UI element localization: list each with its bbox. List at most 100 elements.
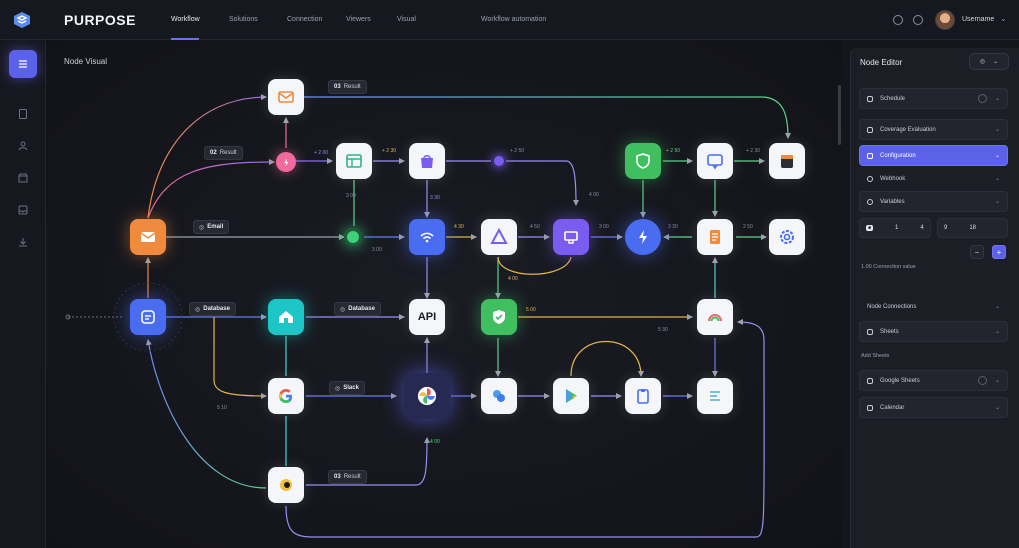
rail-workflow-button[interactable] — [9, 50, 37, 78]
database-pill-right[interactable]: ◎ Database — [334, 302, 381, 316]
list-icon — [19, 60, 27, 68]
panel-options-button[interactable]: ◎ ⌄ — [969, 53, 1009, 70]
row-calendar[interactable]: Calendar ⌄ — [859, 397, 1008, 418]
brand-name: PURPOSE — [64, 12, 136, 28]
merge-dot[interactable] — [492, 154, 506, 168]
zap-node[interactable] — [625, 219, 661, 255]
canvas-scrollbar[interactable] — [838, 85, 841, 145]
chevron-down-icon[interactable]: ⌄ — [994, 304, 1000, 310]
google-node[interactable] — [268, 378, 304, 414]
email-node-top[interactable] — [268, 79, 304, 115]
edge-label: 3 00 — [346, 193, 356, 199]
nav-solutions[interactable]: Solutions — [229, 16, 258, 23]
rail-downloads-button[interactable] — [9, 228, 37, 256]
toggle-icon[interactable] — [977, 376, 987, 385]
database-pill-left[interactable]: ◎ Database — [189, 302, 236, 316]
message-square-icon — [141, 310, 155, 324]
email-pill[interactable]: ◎ Email — [193, 220, 230, 234]
top-email-result-pill[interactable]: 03 Result — [328, 80, 367, 94]
signal-node[interactable] — [409, 219, 445, 255]
nav-viewers[interactable]: Viewers — [346, 16, 371, 23]
play-node[interactable] — [553, 378, 589, 414]
list-node[interactable] — [697, 378, 733, 414]
field-range-end[interactable]: 9 18 — [937, 218, 1008, 238]
edge-label: 5 00 — [526, 307, 536, 313]
google-photos-node[interactable] — [404, 373, 450, 419]
trigger-result-pill[interactable]: 02 Result — [204, 146, 243, 160]
users-icon — [18, 141, 28, 151]
row-webhook[interactable]: Webhook ⌄ — [859, 168, 1008, 189]
user-name[interactable]: Username — [962, 16, 995, 23]
rail-documents-button[interactable] — [9, 100, 37, 128]
clipboard-icon — [637, 389, 649, 404]
nav-workflow[interactable]: Workflow — [171, 16, 200, 23]
field-range-start[interactable]: ■ 1 4 — [859, 218, 931, 238]
notification-icon[interactable] — [893, 15, 903, 25]
chevron-down-icon[interactable]: ⌄ — [994, 96, 1000, 102]
api-node[interactable]: API — [409, 299, 445, 335]
edge-label: 5 10 — [217, 405, 227, 411]
chart-node[interactable] — [409, 143, 445, 179]
nav-visual[interactable]: Visual — [397, 16, 416, 23]
pinwheel-icon — [417, 386, 437, 406]
row-sheets[interactable]: Sheets ⌄ — [859, 321, 1008, 342]
rail-users-button[interactable] — [9, 132, 37, 160]
toggle-icon[interactable] — [977, 94, 987, 103]
bolt-icon — [639, 230, 647, 244]
settings-icon[interactable] — [913, 15, 923, 25]
trigger-dot-node[interactable] — [276, 152, 296, 172]
settings-node[interactable] — [769, 219, 805, 255]
canvas-title: Node Visual — [64, 57, 107, 66]
shield-node[interactable] — [625, 143, 661, 179]
verify-node[interactable] — [481, 299, 517, 335]
form-node[interactable] — [553, 219, 589, 255]
slack-pill[interactable]: ◎ Slack — [329, 381, 365, 395]
home-node[interactable] — [268, 299, 304, 335]
row-variables[interactable]: Variables ⌄ — [859, 191, 1008, 212]
email-node[interactable] — [130, 219, 166, 255]
row-coverage[interactable]: Coverage Evaluation ⌄ — [859, 119, 1008, 140]
triangle-node[interactable] — [481, 219, 517, 255]
pill-label: Result — [343, 84, 361, 90]
chevron-down-icon[interactable]: ⌄ — [994, 378, 1000, 384]
edge-label: + 2 30 — [382, 148, 397, 154]
edge-layer — [65, 94, 791, 538]
avatar[interactable] — [935, 10, 955, 30]
chat-icon — [707, 154, 723, 170]
row-google-sheets[interactable]: Google Sheets ⌄ — [859, 370, 1008, 391]
status-dot-node[interactable] — [344, 228, 362, 246]
chevron-down-icon[interactable]: ⌄ — [994, 176, 1000, 182]
message-node[interactable] — [697, 143, 733, 179]
rail-inbox-button[interactable] — [9, 196, 37, 224]
settings-icon: ◎ — [979, 59, 986, 65]
workflow-canvas[interactable]: Node Visual — [46, 40, 842, 548]
sheet-node[interactable] — [336, 143, 372, 179]
row-configuration[interactable]: Configuration ⌄ — [859, 145, 1008, 166]
rail-store-button[interactable] — [9, 164, 37, 192]
clipboard-node[interactable] — [625, 378, 661, 414]
nav-workflow-automation[interactable]: Workflow automation — [481, 16, 547, 23]
chevron-down-icon[interactable]: ⌄ — [994, 127, 1000, 133]
chevron-down-icon[interactable]: ⌄ — [994, 199, 1000, 205]
calendar-node[interactable] — [769, 143, 805, 179]
trigger-node[interactable] — [130, 299, 166, 335]
slack-icon: ◎ — [335, 385, 341, 392]
chevron-down-icon[interactable]: ⌄ — [994, 329, 1000, 335]
row-schedule[interactable]: Schedule ⌄ — [859, 88, 1008, 109]
chevron-down-icon[interactable]: ⌄ — [994, 405, 1000, 411]
flow-node[interactable] — [481, 378, 517, 414]
nav-active-indicator — [171, 38, 199, 40]
field-value-a: 1 — [895, 225, 899, 231]
section-node-connections[interactable]: Node Connections ⌄ — [859, 296, 1008, 317]
bottom-result-pill[interactable]: 03 Result — [328, 470, 367, 484]
document-node[interactable] — [697, 219, 733, 255]
clock-icon — [867, 95, 873, 102]
panel-title: Node Editor — [860, 58, 903, 67]
chevron-down-icon[interactable]: ⌄ — [994, 153, 1000, 159]
chevron-down-icon[interactable]: ⌄ — [1000, 14, 1007, 23]
minus-button[interactable]: − — [970, 245, 984, 259]
nav-connection[interactable]: Connection — [287, 16, 323, 23]
add-button[interactable]: + — [992, 245, 1006, 259]
rainbow-node[interactable] — [697, 299, 733, 335]
eye-node[interactable] — [268, 467, 304, 503]
